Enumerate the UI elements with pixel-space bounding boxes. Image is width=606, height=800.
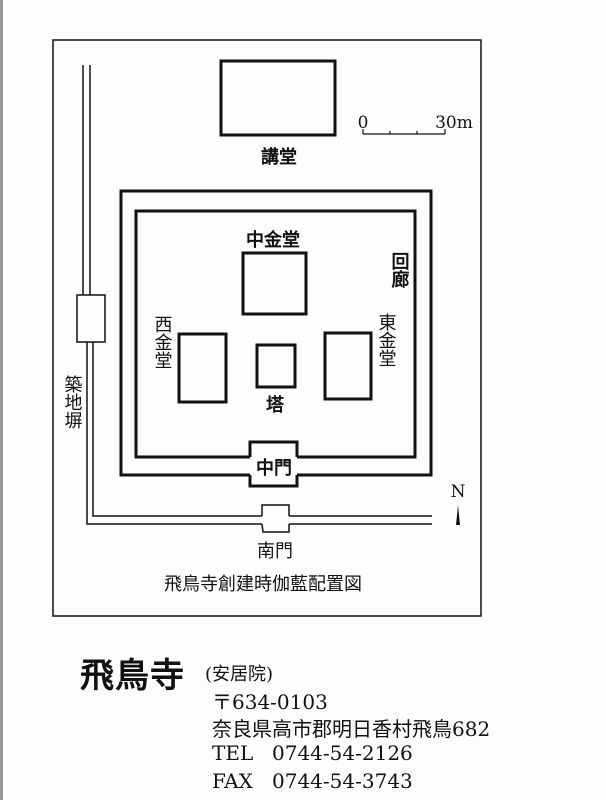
corridor-label: 回廊 (389, 252, 410, 289)
east-golden-hall-label: 東金堂 (376, 313, 397, 367)
tel-label: TEL (212, 741, 254, 765)
postal-code: 〒634-0103 (212, 690, 328, 714)
scale-start: 0 (358, 113, 369, 133)
earthen-wall-label: 築地塀 (62, 375, 83, 429)
central-golden-hall-label: 中金堂 (246, 229, 300, 251)
tel-line: TEL 0744-54-2126 (212, 741, 413, 765)
lecture-hall (219, 59, 337, 137)
middle-gate (248, 440, 299, 488)
west-golden-hall (177, 332, 228, 404)
middle-gate-label: 中門 (256, 457, 292, 479)
west-golden-hall-label: 西金堂 (152, 315, 173, 369)
fax-line: FAX 0744-54-3743 (212, 769, 413, 793)
west-gate (76, 294, 106, 343)
earthen-wall (76, 65, 432, 533)
pagoda-label: 塔 (266, 394, 285, 416)
north-arrow-icon: N (451, 482, 466, 525)
fax-label: FAX (212, 769, 253, 793)
address: 奈良県高市郡明日香村飛鳥682 (212, 717, 491, 741)
diagram-title: 飛鳥寺創建時伽藍配置図 (164, 574, 362, 595)
east-golden-hall (323, 331, 373, 401)
diagram-frame (52, 39, 482, 617)
temple-name: 飛鳥寺 (80, 656, 185, 696)
svg-text:N: N (451, 482, 466, 502)
corridor (119, 189, 433, 488)
scale-bar: 0 30m (358, 113, 473, 135)
page-edge (0, 0, 3, 800)
central-golden-hall (241, 251, 308, 316)
south-gate (261, 504, 290, 533)
fax-number: 0744-54-3743 (272, 769, 413, 793)
south-gate-label: 南門 (257, 541, 293, 562)
pagoda (255, 343, 297, 389)
temple-alt-name: (安居院) (205, 664, 274, 685)
scale-end: 30m (435, 113, 473, 133)
lecture-hall-label: 講堂 (261, 146, 297, 168)
tel-number: 0744-54-2126 (272, 741, 413, 765)
